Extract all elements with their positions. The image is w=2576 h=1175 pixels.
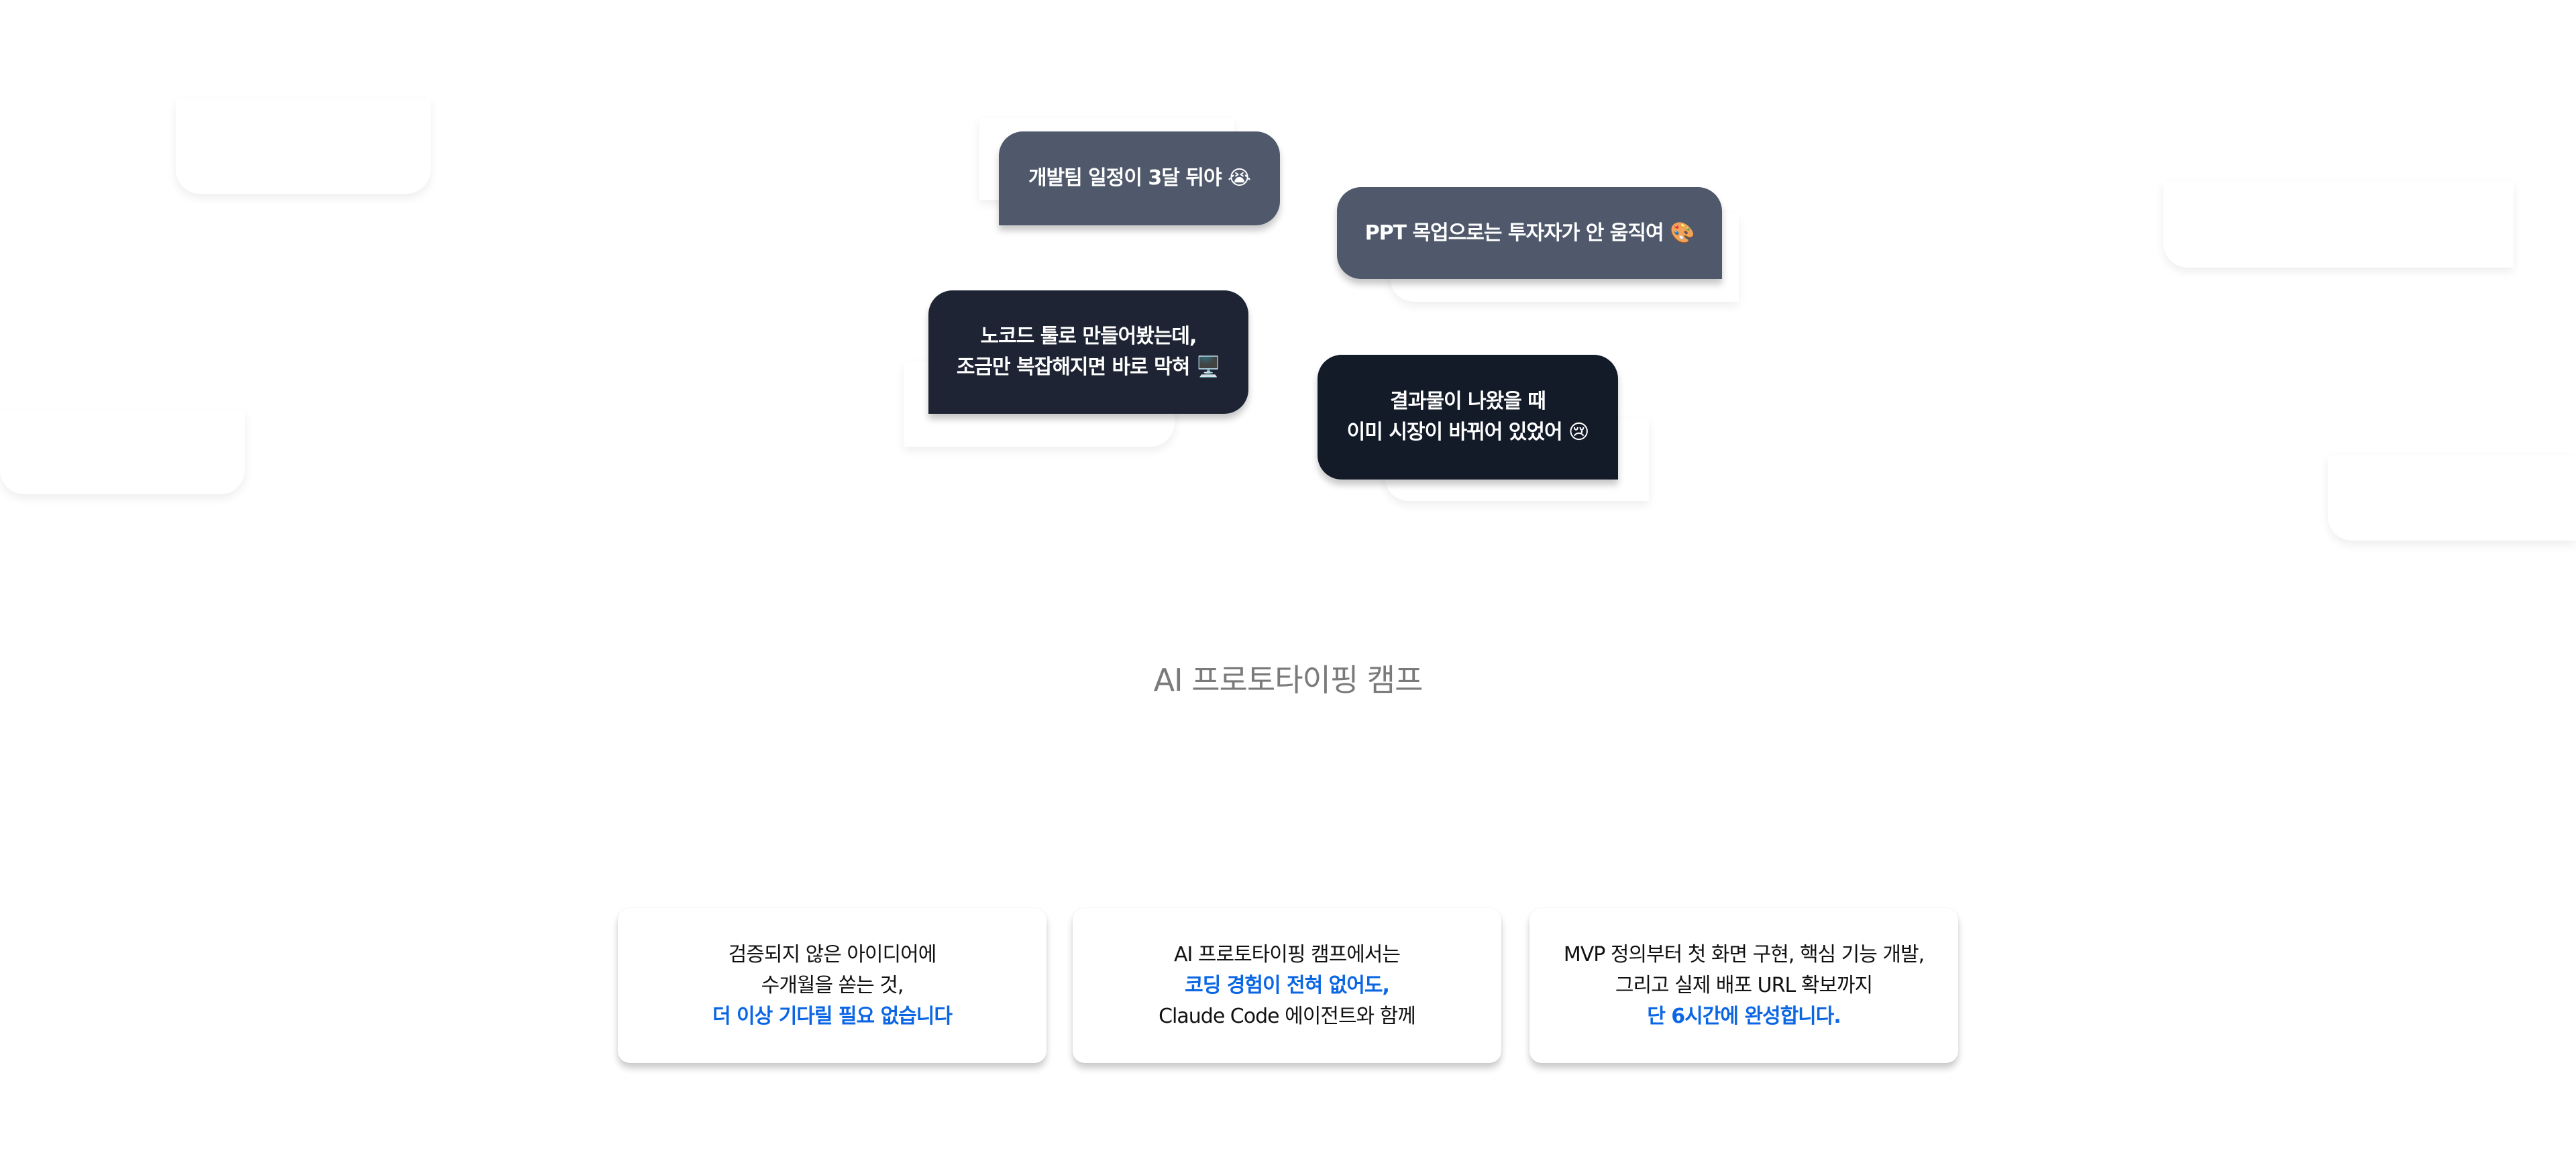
bubble-text: PPT 목업으로는 투자자가 안 움직여 🎨 <box>1364 221 1695 245</box>
info-card: MVP 정의부터 첫 화면 구현, 핵심 기능 개발, 그리고 실제 배포 UR… <box>1529 908 1958 1063</box>
bubble-text: 노코드 툴로 만들어봤는데, <box>980 325 1197 348</box>
ghost-card <box>2328 455 2576 541</box>
speech-bubble: PPT 목업으로는 투자자가 안 움직여 🎨 <box>1337 187 1722 279</box>
ghost-card <box>176 99 431 194</box>
card-highlight: 더 이상 기다릴 필요 없습니다 <box>712 1004 953 1028</box>
section-title: AI 프로토타이핑 캠프 <box>1153 662 1424 698</box>
bubble-text: 조금만 복잡해지면 바로 막혀 🖥️ <box>956 355 1221 379</box>
speech-bubble: 노코드 툴로 만들어봤는데, 조금만 복잡해지면 바로 막혀 🖥️ <box>928 290 1248 414</box>
card-line: 수개월을 쏟는 것, <box>761 973 904 997</box>
card-line: 검증되지 않은 아이디어에 <box>728 942 937 966</box>
card-line: Claude Code 에이전트와 함께 <box>1159 1004 1416 1028</box>
ghost-card <box>0 410 245 494</box>
card-line: 그리고 실제 배포 URL 확보까지 <box>1615 973 1873 997</box>
ghost-card <box>2163 181 2514 268</box>
card-line: MVP 정의부터 첫 화면 구현, 핵심 기능 개발, <box>1563 942 1925 966</box>
bubble-text: 이미 시장이 바뀌어 있었어 😢 <box>1346 421 1590 444</box>
bubble-text: 결과물이 나왔을 때 <box>1390 390 1546 413</box>
bubble-text: 개발팀 일정이 3달 뒤야 😭 <box>1028 166 1251 190</box>
info-card: 검증되지 않은 아이디어에 수개월을 쏟는 것, 더 이상 기다릴 필요 없습니… <box>618 908 1046 1063</box>
speech-bubble: 개발팀 일정이 3달 뒤야 😭 <box>999 131 1280 225</box>
card-line: AI 프로토타이핑 캠프에서는 <box>1173 942 1401 966</box>
card-highlight: 단 6시간에 완성합니다. <box>1647 1004 1841 1028</box>
info-card: AI 프로토타이핑 캠프에서는 코딩 경험이 전혀 없어도, Claude Co… <box>1073 908 1501 1063</box>
card-highlight: 코딩 경험이 전혀 없어도, <box>1185 973 1390 997</box>
